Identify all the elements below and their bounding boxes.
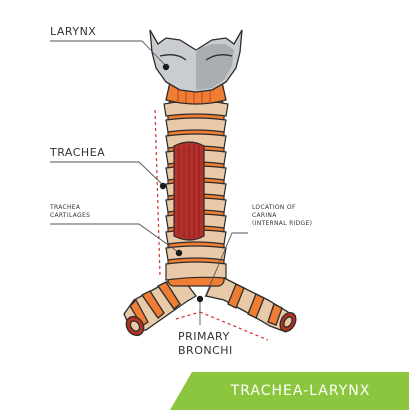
larynx-label: LARYNX: [50, 25, 97, 38]
trachea-label: TRACHEA: [50, 146, 106, 159]
left-primary-bronchus: [123, 274, 197, 337]
trachea-tube: [163, 99, 229, 287]
carina-label: LOCATION OF CARINA (INTERNAL RIDGE): [252, 204, 313, 227]
red-dashed-guides: [154, 109, 269, 341]
pointer-dots: [159, 63, 204, 303]
primary-bronchi-label: PRIMARY BRONCHI: [178, 330, 233, 357]
muscle-fibres: [178, 145, 200, 238]
trachea-cartilages-label: TRACHEA CARTILAGES: [50, 204, 91, 219]
right-primary-bronchus: [205, 273, 297, 333]
leader-lines: [50, 40, 248, 325]
title-banner: TRACHEA-LARYNX: [170, 372, 409, 410]
larynx: [149, 29, 243, 105]
banner-title: TRACHEA-LARYNX: [230, 383, 371, 399]
